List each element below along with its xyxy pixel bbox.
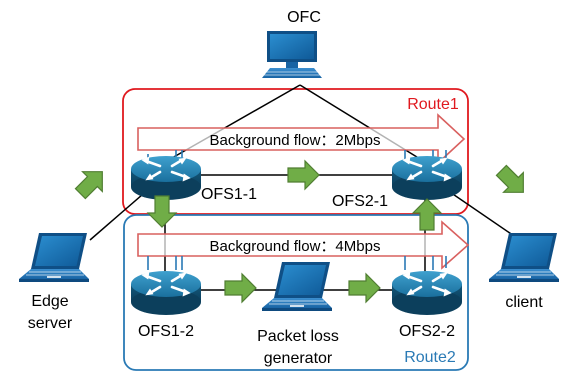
route2-box [123, 214, 469, 371]
switch-label-ofs2-2: OFS2-2 [399, 323, 455, 340]
route1-label: Route1 [407, 96, 459, 113]
client-label: client [505, 294, 543, 311]
switch-label-ofs1-2: OFS1-2 [138, 323, 194, 340]
router-icon [129, 154, 203, 202]
edge-server-label-line2: server [28, 315, 73, 332]
packet-loss-label-line2: generator [264, 350, 333, 367]
desktop-monitor-icon [262, 31, 322, 78]
background-flow-label-route1: Background flow：2Mbps [210, 132, 381, 149]
packet-loss-label-line1: Packet loss [257, 328, 339, 345]
route2-label: Route2 [404, 349, 456, 366]
laptop-icon [261, 261, 333, 312]
router-icon [390, 269, 464, 317]
edge-server-label-line1: Edge [31, 293, 68, 310]
background-flow-label-route2: Background flow：4Mbps [210, 238, 381, 255]
route1-box [122, 88, 469, 215]
background-flow-arrow-route2 [137, 220, 470, 270]
router-icon [129, 269, 203, 317]
ofc-label: OFC [287, 9, 321, 26]
router-icon [390, 154, 464, 202]
switch-label-ofs1-1: OFS1-1 [201, 186, 257, 203]
laptop-icon [488, 232, 560, 283]
laptop-icon [18, 232, 90, 283]
switch-label-ofs2-1: OFS2-1 [332, 193, 388, 210]
